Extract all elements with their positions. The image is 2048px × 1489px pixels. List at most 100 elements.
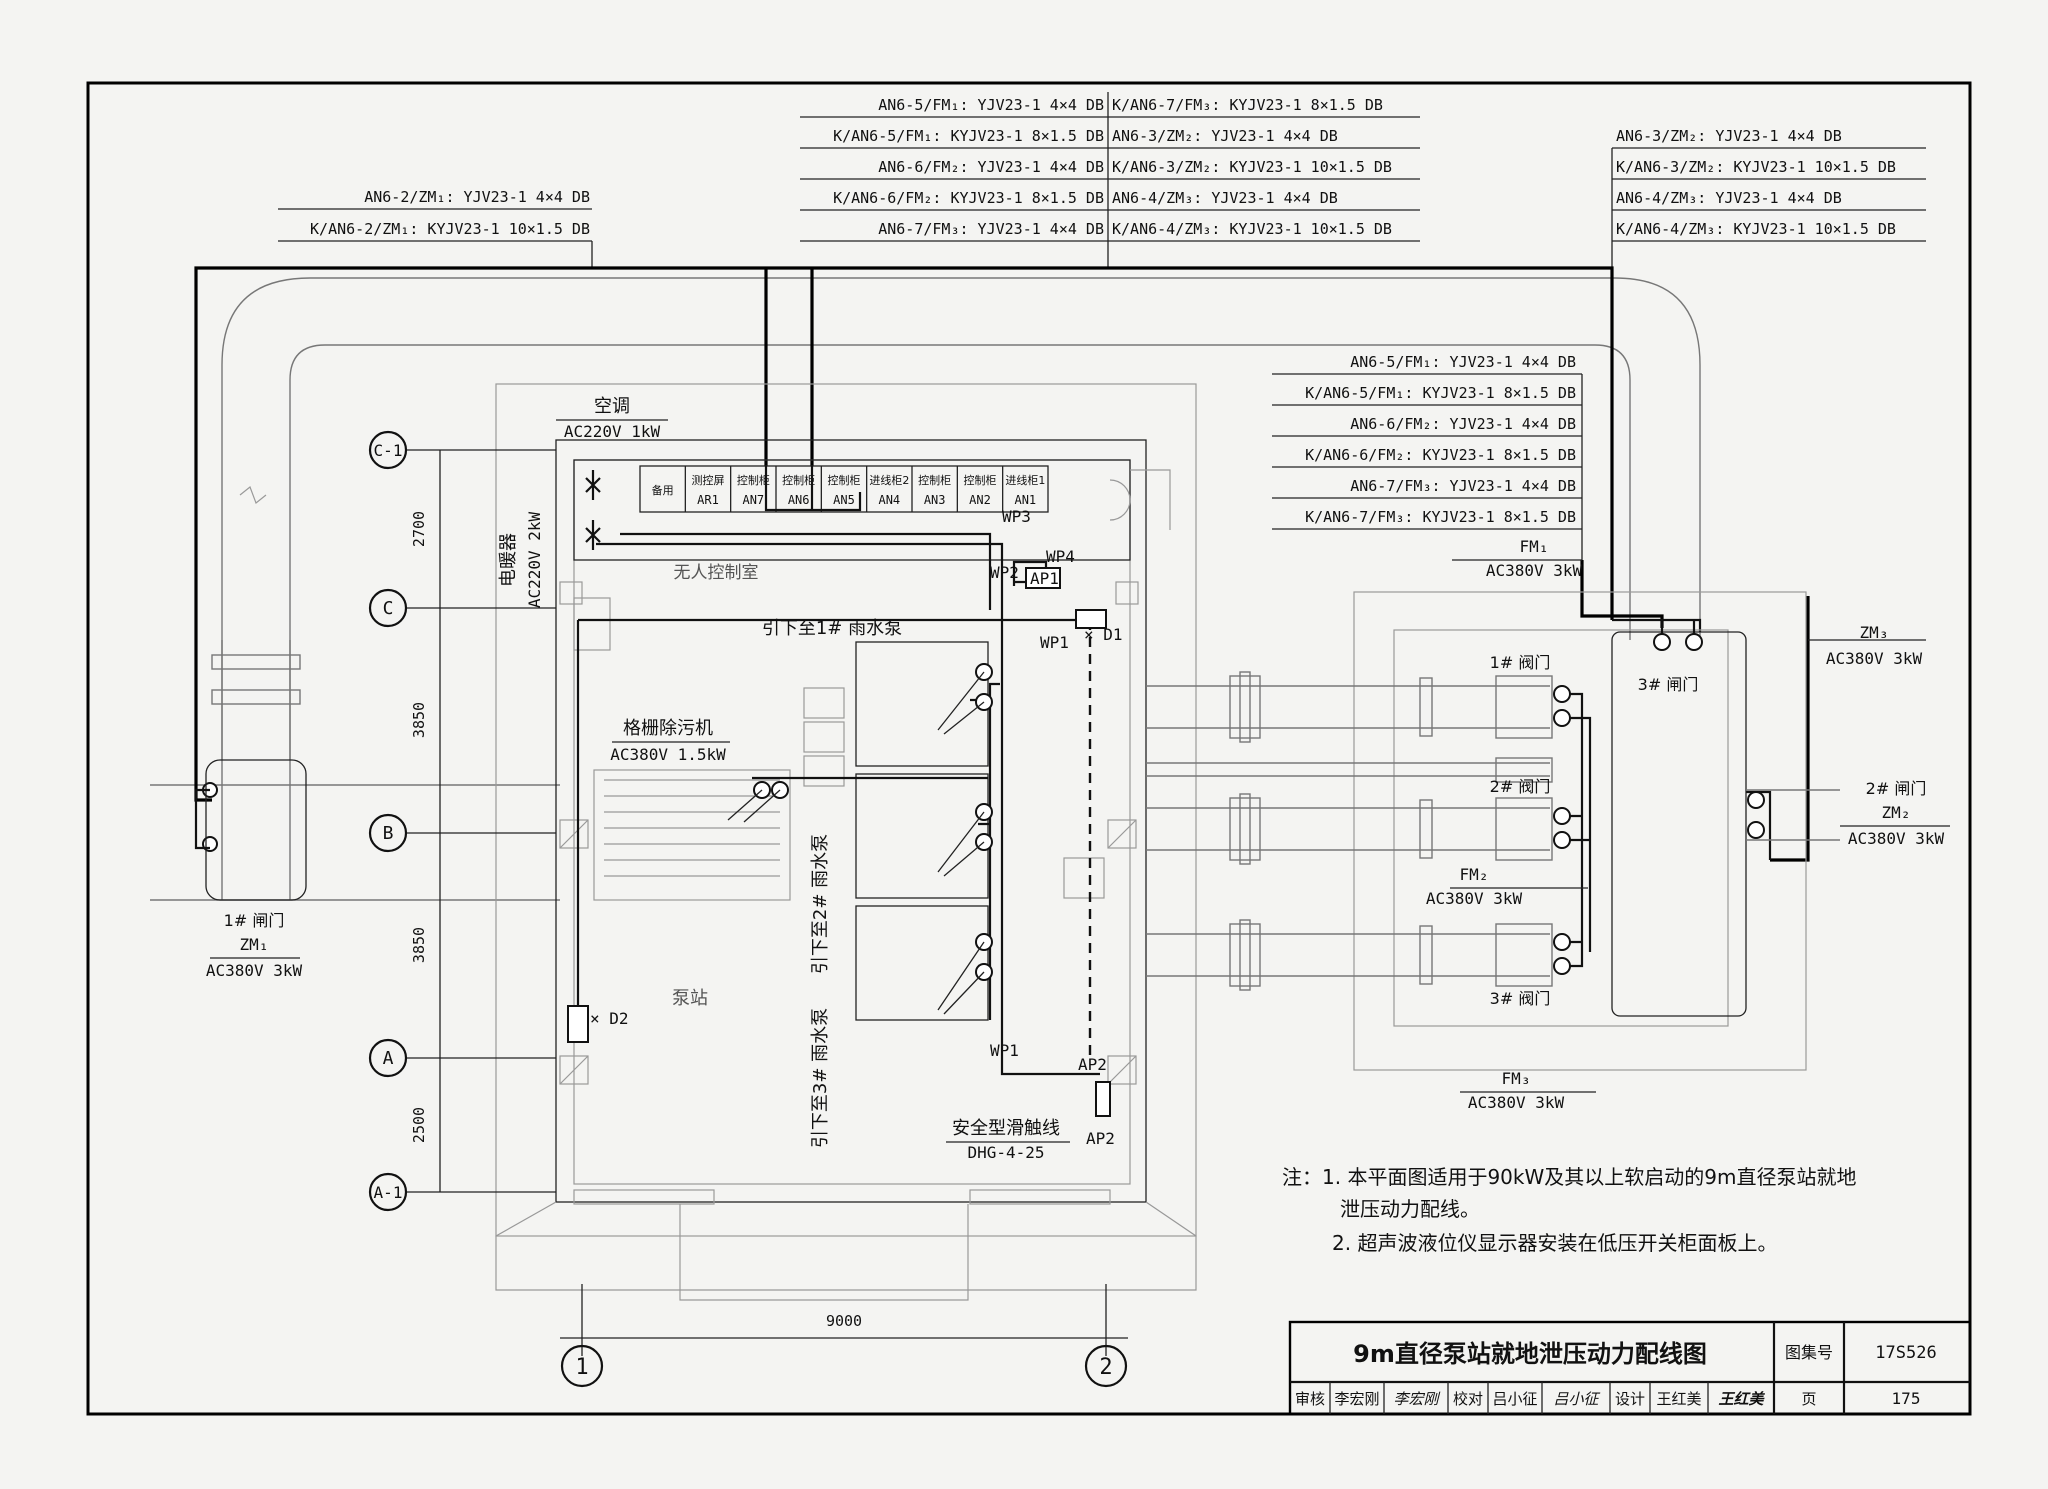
valve3-label: 3# 阀门 (1490, 989, 1551, 1008)
cable-line: AN6-6/FM₂: YJV23-1 4×4 DB (1350, 415, 1576, 433)
control-room-label: 无人控制室 (674, 563, 759, 583)
reviewer-name: 李宏刚 (1334, 1390, 1379, 1408)
d2-box (567, 1005, 589, 1043)
cabinet-cell: 测控屏 AR1 (684, 466, 725, 512)
cabinet-type: 测控屏 (692, 473, 725, 487)
cable-line: K/AN6-2/ZM₁: KYJV23-1 10×1.5 DB (310, 220, 590, 238)
cable-line: AN6-5/FM₁: YJV23-1 4×4 DB (1350, 353, 1576, 371)
page-label: 页 (1801, 1390, 1816, 1408)
fm1-name: FM₁ (1520, 537, 1549, 556)
valve2-label: 2# 阀门 (1490, 777, 1551, 796)
cabinet-type: 控制柜 (918, 473, 951, 487)
page-number: 175 (1892, 1389, 1921, 1408)
cabinet-id: AN2 (969, 493, 991, 507)
ap2-box (1095, 1081, 1111, 1117)
cable-line: AN6-7/FM₃: YJV23-1 4×4 DB (878, 220, 1104, 238)
wp2-label: WP2 (990, 563, 1019, 582)
reviewer-signature: 李宏刚 (1393, 1390, 1440, 1408)
zm1-label: 1# 闸门 (224, 911, 285, 930)
cable-line: K/AN6-4/ZM₃: KYJV23-1 10×1.5 DB (1112, 220, 1392, 238)
cabinet-cell: 控制柜 AN2 (956, 466, 997, 512)
design-label: 设计 (1615, 1390, 1645, 1408)
cabinet-type: 进线柜1 (1005, 473, 1045, 487)
wp1-label-bottom: WP1 (990, 1041, 1019, 1060)
d2-label: × D2 (590, 1009, 629, 1028)
ap1-label: AP1 (1030, 569, 1059, 588)
svg-text:A: A (383, 1048, 394, 1069)
cable-schedule-top-left: AN6-2/ZM₁: YJV23-1 4×4 DB K/AN6-2/ZM₁: K… (278, 188, 593, 268)
zm1-name: ZM₁ (240, 935, 269, 954)
cabinet-id: AN7 (742, 493, 764, 507)
check-label: 校对 (1453, 1390, 1483, 1408)
cable-line: K/AN6-7/FM₃: KYJV23-1 8×1.5 DB (1112, 96, 1383, 114)
cabinet-cell: 控制柜 AN6 (775, 466, 815, 512)
wp4-label: WP4 (1046, 547, 1075, 566)
wp1-label-top: WP1 (1040, 633, 1069, 652)
cable-line: AN6-2/ZM₁: YJV23-1 4×4 DB (364, 188, 590, 206)
screen-cleaner-rating: AC380V 1.5kW (610, 745, 726, 764)
axis-bubble-a: A (368, 1038, 408, 1078)
cabinet-type: 控制柜 (737, 473, 770, 487)
trolley-model: DHG-4-25 (967, 1143, 1044, 1162)
dim-3850-a: 3850 (410, 702, 428, 738)
pump2-label: 引下至2# 雨水泵 (810, 834, 831, 974)
axis-grid: C-1 C B A A-1 2700 3850 3850 2500 9000 1… (368, 430, 1128, 1388)
fm2-rating: AC380V 3kW (1426, 889, 1523, 908)
svg-text:1: 1 (575, 1355, 588, 1380)
ap2-label-bottom: AP2 (1086, 1129, 1115, 1148)
gate3-label: 3# 闸门 (1638, 675, 1699, 694)
svg-text:C: C (383, 598, 394, 619)
heater-label: 电暖器 (498, 533, 519, 587)
cabinet-type: 控制柜 (782, 473, 815, 487)
axis-bubble-c-1: C-1 (368, 430, 408, 470)
fm3-rating: AC380V 3kW (1468, 1093, 1565, 1112)
cabinet-cell: 备用 (652, 483, 674, 497)
note-line-1: 注：1. 本平面图适用于90kW及其以上软启动的9m直径泵站就地 (1282, 1165, 1856, 1189)
cable-line: AN6-6/FM₂: YJV23-1 4×4 DB (878, 158, 1104, 176)
pump3-label: 引下至3# 雨水泵 (810, 1008, 831, 1148)
fm2-name: FM₂ (1460, 865, 1489, 884)
pipe-loop (150, 277, 1701, 901)
cable-schedule-top-center: AN6-5/FM₁: YJV23-1 4×4 DB K/AN6-5/FM₁: K… (800, 92, 1420, 268)
cable-line: K/AN6-3/ZM₂: KYJV23-1 10×1.5 DB (1616, 158, 1896, 176)
cabinet-type: 控制柜 (964, 473, 997, 487)
cable-line: K/AN6-3/ZM₂: KYJV23-1 10×1.5 DB (1112, 158, 1392, 176)
drawing-frame (86, 81, 1972, 1416)
cable-line: K/AN6-6/FM₂: KYJV23-1 8×1.5 DB (833, 189, 1104, 207)
cabinet-id: AN1 (1014, 493, 1036, 507)
cable-line: K/AN6-4/ZM₃: KYJV23-1 10×1.5 DB (1616, 220, 1896, 238)
checker-signature: 吕小征 (1553, 1390, 1600, 1408)
cabinet-type: 控制柜 (828, 473, 861, 487)
zm3-name: ZM₃ (1860, 623, 1889, 642)
cable-line: AN6-3/ZM₂: YJV23-1 4×4 DB (1112, 127, 1338, 145)
cabinet-id: AN6 (788, 493, 810, 507)
cable-line: K/AN6-7/FM₃: KYJV23-1 8×1.5 DB (1305, 508, 1576, 526)
cabinet-cell: 控制柜 AN7 (730, 466, 770, 512)
axis-bubble-2: 2 (1084, 1344, 1128, 1388)
zm1-rating: AC380V 3kW (206, 961, 303, 980)
drawing-title: 9m直径泵站就地泄压动力配线图 (1353, 1340, 1707, 1368)
cabinet-id: AR1 (697, 493, 719, 507)
cable-line: AN6-3/ZM₂: YJV23-1 4×4 DB (1616, 127, 1842, 145)
aircon-label: 空调 (594, 396, 630, 417)
feeder-cables (194, 266, 1926, 862)
cable-line: AN6-5/FM₁: YJV23-1 4×4 DB (878, 96, 1104, 114)
axis-bubble-c: C (368, 588, 408, 628)
zm2-rating: AC380V 3kW (1848, 829, 1945, 848)
designer-signature: 王红美 (1718, 1390, 1765, 1408)
atlas-number: 17S526 (1875, 1343, 1936, 1363)
atlas-label: 图集号 (1785, 1343, 1833, 1362)
valve-area (194, 591, 1840, 1071)
d1-label: × D1 (1084, 625, 1123, 644)
aircon-rating: AC220V 1kW (564, 422, 661, 441)
pump1-label: 引下至1# 雨水泵 (762, 618, 902, 639)
cable-line: K/AN6-5/FM₁: KYJV23-1 8×1.5 DB (1305, 384, 1576, 402)
fm3-name: FM₃ (1502, 1069, 1531, 1088)
cabinet-id: AN4 (878, 493, 900, 507)
note-line-2: 泄压动力配线。 (1340, 1197, 1480, 1221)
dim-3850-b: 3850 (410, 927, 428, 963)
